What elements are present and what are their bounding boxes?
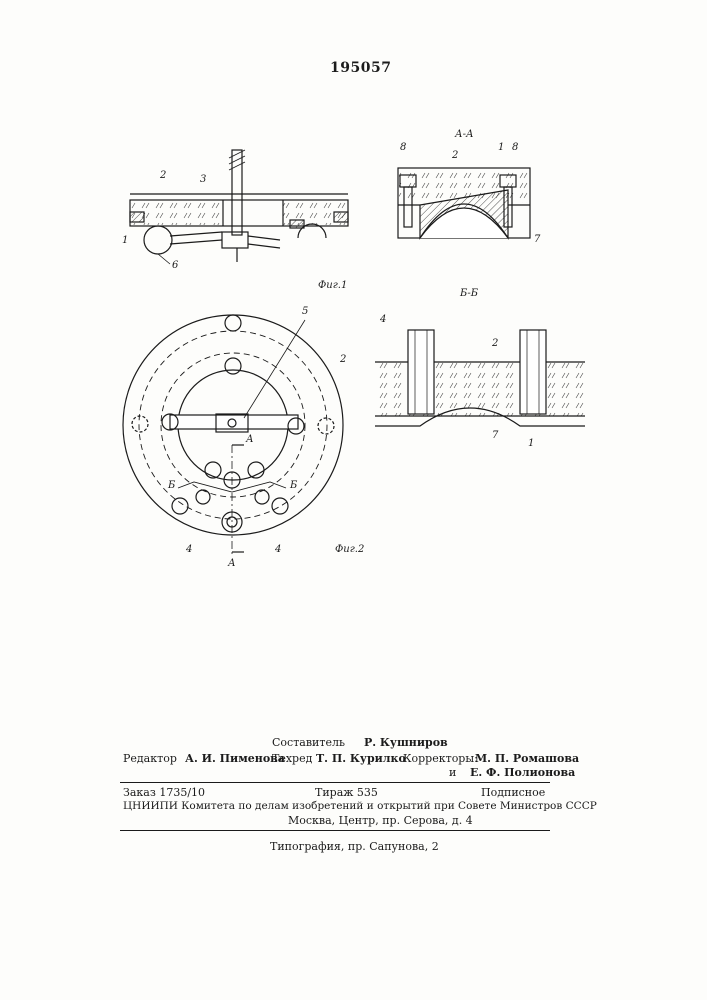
figure-2 — [123, 315, 343, 555]
aa-label-2: 2 — [451, 150, 458, 161]
address: Москва, Центр, пр. Серова, д. 4 — [288, 814, 473, 827]
techred-name: Т. П. Курилко — [316, 752, 406, 765]
fig2-section-b-left: Б — [167, 480, 176, 491]
institute-line: ЦНИИПИ Комитета по делам изобретений и о… — [123, 800, 597, 812]
fig2-caption: Фиг.2 — [335, 544, 364, 555]
section-aa-title: А-А — [454, 129, 474, 140]
corrector-2: Е. Ф. Полионова — [470, 766, 575, 779]
fig1-label-6: 6 — [172, 260, 179, 271]
aa-label-7: 7 — [534, 234, 541, 245]
fig2-label-5: 5 — [302, 306, 308, 317]
aa-label-8-right: 8 — [512, 142, 518, 153]
section-a-a — [398, 168, 530, 238]
corrector-2-prefix: и — [449, 766, 456, 779]
bb-label-4: 4 — [379, 314, 386, 325]
subscription: Подписное — [481, 786, 545, 799]
compiler-name: Р. Кушниров — [364, 736, 448, 749]
fig1-caption: Фиг.1 — [318, 280, 347, 291]
editor-role: Редактор — [123, 752, 177, 765]
rule-top — [120, 782, 550, 783]
fig1-label-2: 2 — [159, 170, 166, 181]
aa-label-1: 1 — [498, 142, 504, 153]
correctors-role: Корректоры: — [403, 752, 478, 765]
section-bb-title: Б-Б — [459, 288, 479, 299]
compiler-role: Составитель — [272, 736, 345, 749]
section-b-b — [375, 330, 585, 426]
fig2-label-4-left: 4 — [185, 544, 192, 555]
printer: Типография, пр. Сапунова, 2 — [270, 840, 439, 853]
fig2-section-b-right: Б — [289, 480, 298, 491]
bb-label-7: 7 — [492, 430, 499, 441]
rule-bottom — [120, 830, 550, 831]
bb-label-2: 2 — [491, 338, 498, 349]
fig1-label-3: 3 — [200, 174, 206, 185]
fig2-section-a-top: А — [245, 434, 254, 445]
techred-role: Техред — [272, 752, 312, 765]
bb-label-1: 1 — [528, 438, 534, 449]
figure-1 — [130, 150, 348, 264]
order-number: Заказ 1735/10 — [123, 786, 205, 799]
fig1-label-1: 1 — [122, 235, 128, 246]
fig2-label-2: 2 — [339, 354, 346, 365]
aa-label-8-left: 8 — [400, 142, 406, 153]
fig2-section-a-bottom: А — [227, 558, 236, 569]
fig2-label-4-right: 4 — [274, 544, 281, 555]
editor-name: А. И. Пименова — [185, 752, 285, 765]
corrector-1: М. П. Ромашова — [475, 752, 579, 765]
print-run: Тираж 535 — [315, 786, 378, 799]
